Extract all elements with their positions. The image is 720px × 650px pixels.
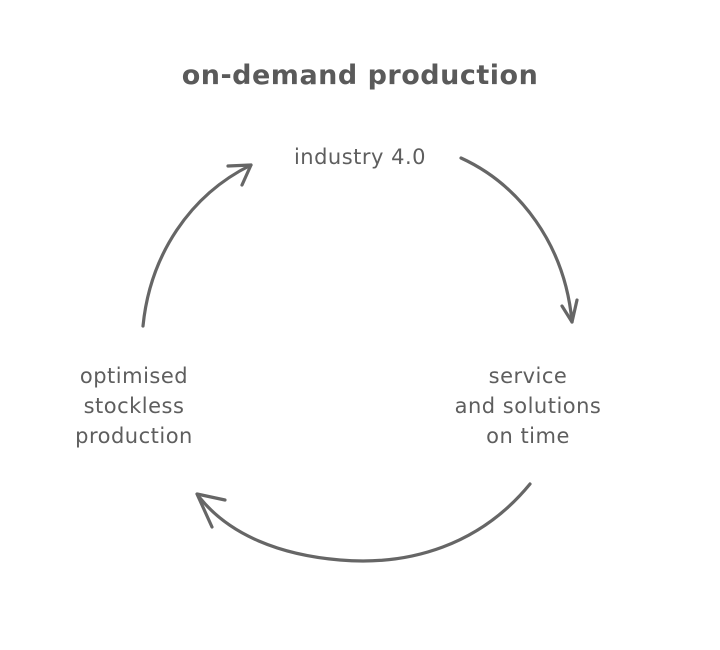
arrow-service-to-production-shaft bbox=[198, 482, 532, 563]
node-production-line-3: production bbox=[75, 424, 193, 448]
node-production: optimised stockless production bbox=[24, 361, 244, 451]
arrow-service-to-production bbox=[195, 482, 532, 563]
diagram-title: on-demand production bbox=[181, 60, 539, 91]
arrow-industry-to-service bbox=[459, 156, 579, 324]
node-service-line-1: service bbox=[488, 364, 568, 388]
node-service-line-3: on time bbox=[486, 424, 570, 448]
node-production-line-2: stockless bbox=[83, 394, 185, 418]
node-service-line-2: and solutions bbox=[454, 394, 602, 418]
arrow-service-to-production-head bbox=[195, 492, 227, 529]
arrow-production-to-industry bbox=[141, 163, 253, 328]
arrow-industry-to-service-head bbox=[560, 298, 579, 324]
arrow-production-to-industry-head bbox=[226, 163, 253, 187]
node-production-line-1: optimised bbox=[79, 364, 189, 388]
node-service: service and solutions on time bbox=[418, 361, 638, 451]
node-industry-line-1: industry 4.0 bbox=[293, 145, 427, 169]
node-industry: industry 4.0 bbox=[250, 142, 470, 172]
arrow-industry-to-service-shaft bbox=[459, 156, 574, 324]
arrow-production-to-industry-shaft bbox=[141, 163, 253, 328]
